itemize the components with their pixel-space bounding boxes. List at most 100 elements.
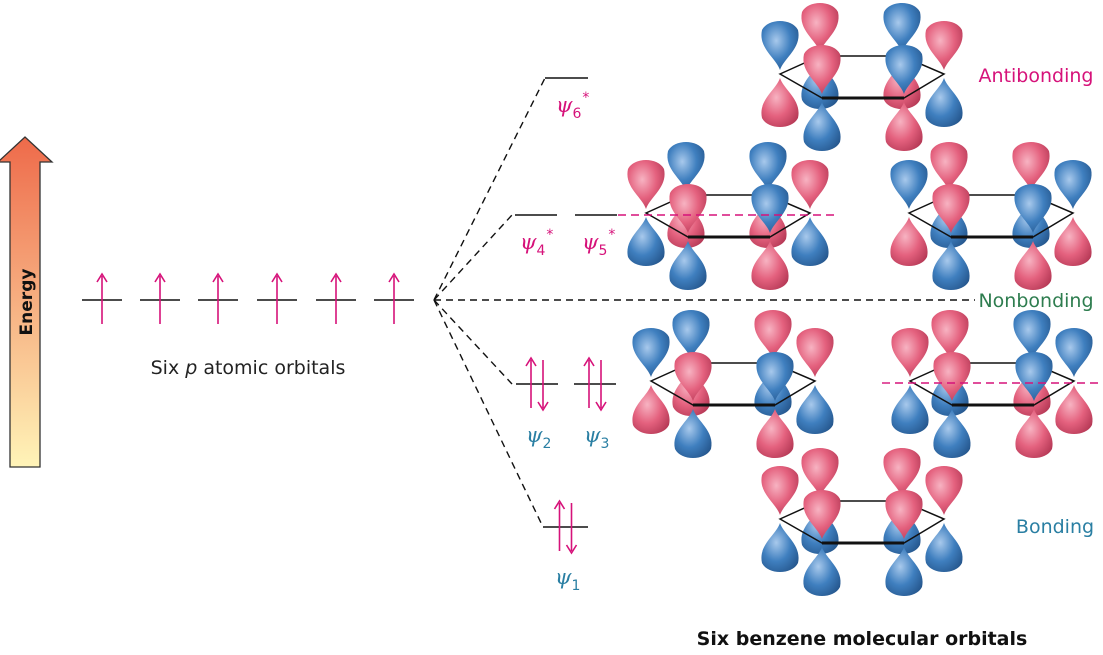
energy-arrow-icon [0,136,54,468]
p-orbital-lobe [803,547,841,596]
p-orbital-lobe [754,310,792,359]
electron-up-arrow-icon [96,272,108,324]
p-orbital-lobe [791,217,829,266]
atomic-orbitals-label: Six p atomic orbitals [151,357,346,379]
p-orbital-lobe [627,217,665,266]
orbital-picture-psi6 [761,3,963,151]
correlation-line [433,299,513,385]
p-orbital-lobe [883,448,921,497]
p-orbital-lobe [885,45,923,94]
p-orbital-lobe [756,352,794,401]
p-orbital-lobe [796,385,834,434]
atomic-orbital-level [198,272,238,324]
p-orbital-lobe [803,102,841,151]
correlation-lines [433,77,975,528]
atomic-orbital-level [82,272,122,324]
p-orbital-lobe [674,352,712,401]
p-orbital-lobe [761,466,799,515]
p-orbital-lobe [925,78,963,127]
p-orbital-lobe [891,328,929,377]
p-orbital-lobe [930,142,968,191]
p-orbital-lobe [925,523,963,572]
energy-label: Energy [17,269,37,336]
atomic-orbital-level [140,272,180,324]
p-orbital-lobe [803,45,841,94]
electron-up-arrow-icon [212,272,224,324]
p-orbital-lobe [890,217,928,266]
p-orbital-lobe [931,310,969,359]
p-orbital-lobe [932,241,970,290]
electron-up-arrow-icon [271,272,283,324]
p-orbital-lobe [1055,385,1093,434]
p-orbital-lobe [672,310,710,359]
mo-level-psi5: ψ5* [575,214,617,259]
p-orbital-lobe [751,184,789,233]
electron-down-arrow-icon [595,360,607,412]
p-orbital-lobe [791,160,829,209]
correlation-line [433,77,546,301]
orbital-picture-psi4 [618,142,838,290]
p-orbital-lobe [885,102,923,151]
p-orbital-lobe [1013,310,1051,359]
p-orbital-lobe [925,21,963,70]
diagram-caption: Six benzene molecular orbitals [697,628,1028,650]
p-orbital-lobe [932,184,970,233]
electron-down-arrow-icon [537,360,549,412]
p-orbital-lobe [885,490,923,539]
p-orbital-lobe [667,142,705,191]
p-orbital-lobe [749,142,787,191]
p-orbital-lobe [1015,352,1053,401]
p-orbital-lobe [933,409,971,458]
p-orbital-lobe [890,160,928,209]
electron-up-arrow-icon [525,356,537,408]
orbital-pictures [618,3,1102,596]
orbital-picture-psi2 [632,310,834,458]
molecular-orbital-levels: ψ6* ψ4* ψ5* ψ2 ψ3 ψ1 [515,77,617,594]
p-orbital-lobe [632,385,670,434]
p-orbital-lobe [669,184,707,233]
orbital-picture-psi5 [890,142,1092,290]
p-orbital-lobe [761,523,799,572]
correlation-line [433,214,513,301]
mo-label-psi1: ψ1 [555,565,580,594]
p-orbital-lobe [751,241,789,290]
p-orbital-lobe [627,160,665,209]
mo-level-psi2: ψ2 [516,356,558,452]
p-orbital-lobe [1014,241,1052,290]
energy-axis: Energy [0,136,54,468]
p-orbital-lobe [1015,409,1053,458]
mo-level-psi3: ψ3 [574,356,616,452]
atomic-orbital-level [257,272,297,324]
p-orbital-lobe [933,352,971,401]
electron-up-arrow-icon [330,272,342,324]
mo-label-psi2: ψ2 [526,423,551,452]
p-orbital-lobe [883,3,921,52]
atomic-orbitals [82,272,414,324]
mo-label-psi3: ψ3 [584,423,609,452]
mo-level-psi4: ψ4* [515,214,557,259]
p-orbital-lobe [669,241,707,290]
p-orbital-lobe [761,21,799,70]
atomic-orbital-level [316,272,356,324]
orbital-picture-psi3 [882,310,1102,458]
nonbonding-label: Nonbonding [978,290,1093,312]
bonding-label: Bonding [1016,516,1094,538]
mo-label-psi5: ψ5* [582,227,615,259]
mo-level-psi1: ψ1 [543,499,588,594]
p-orbital-lobe [925,466,963,515]
p-orbital-lobe [1012,142,1050,191]
p-orbital-lobe [756,409,794,458]
electron-up-arrow-icon [583,356,595,408]
mo-label-psi6: ψ6* [556,90,589,122]
atomic-orbital-level [374,272,414,324]
electron-up-arrow-icon [388,272,400,324]
p-orbital-lobe [885,547,923,596]
p-orbital-lobe [1055,328,1093,377]
p-orbital-lobe [1054,217,1092,266]
p-orbital-lobe [803,490,841,539]
p-orbital-lobe [801,3,839,52]
p-orbital-lobe [1014,184,1052,233]
mo-label-psi4: ψ4* [520,227,553,259]
p-orbital-lobe [674,409,712,458]
